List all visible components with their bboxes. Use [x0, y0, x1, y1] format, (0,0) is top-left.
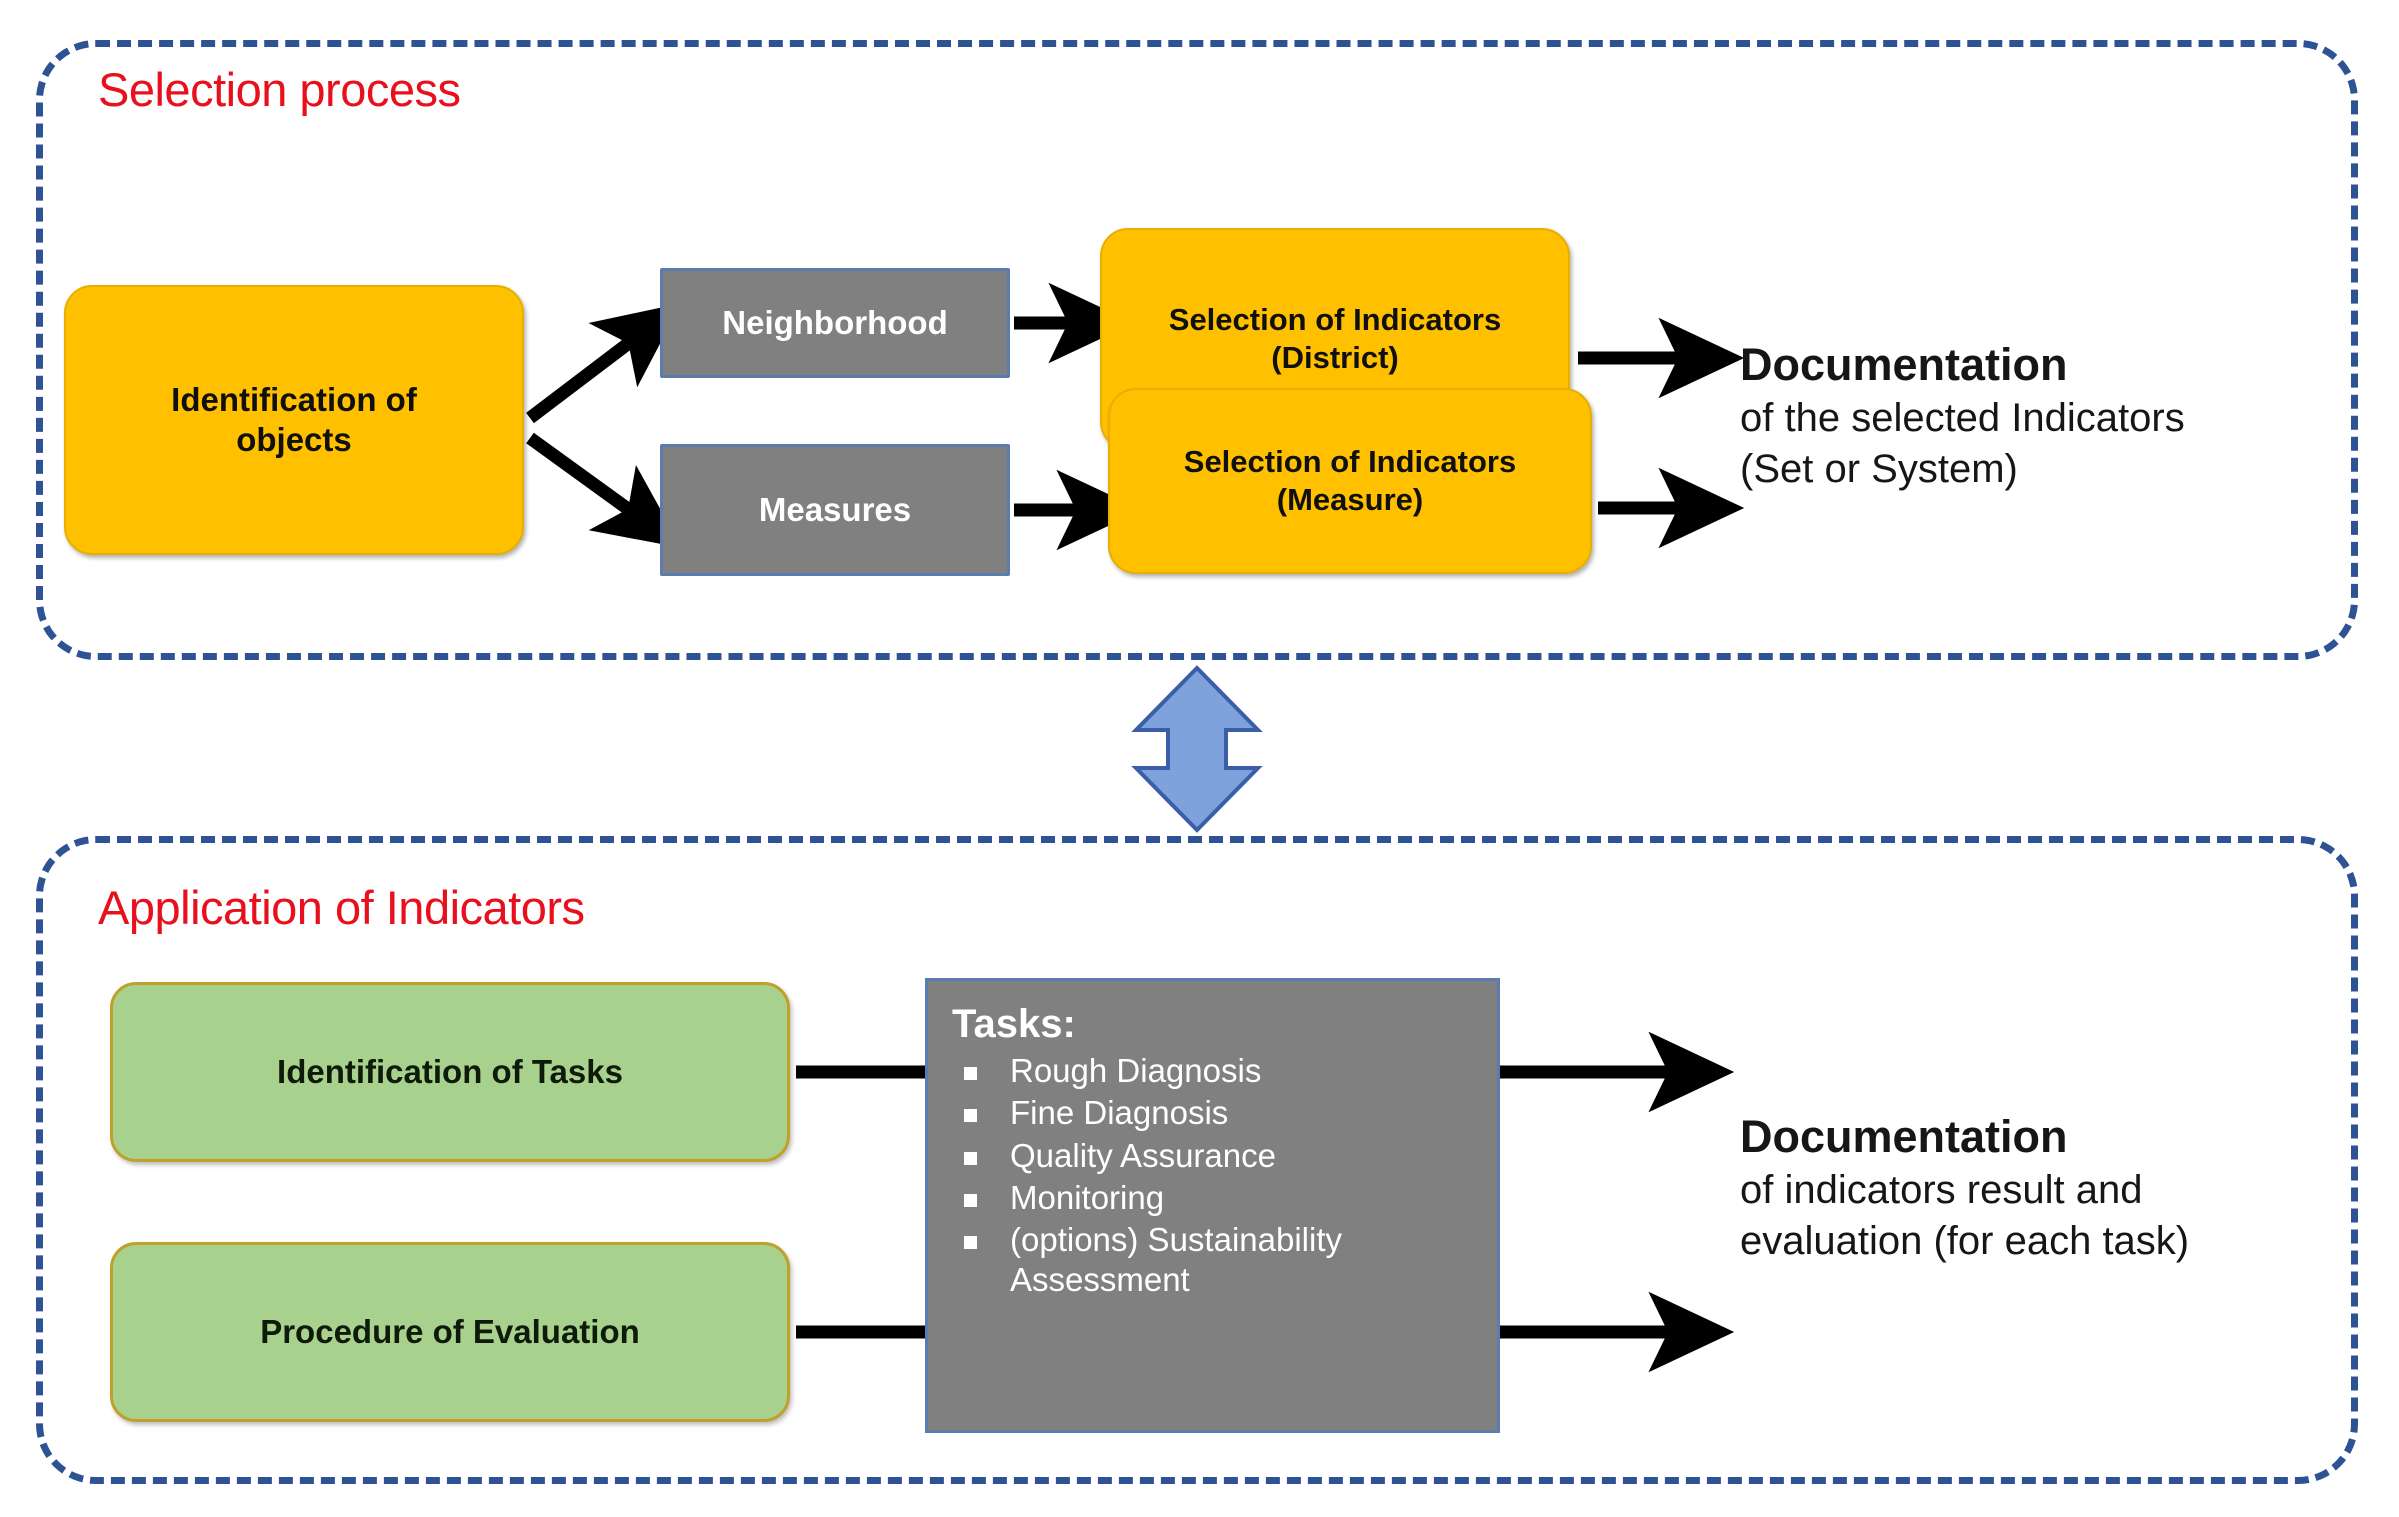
documentation-indicators-result-heading: Documentation — [1740, 1111, 2068, 1162]
node-procedure-of-evaluation-label: Procedure of Evaluation — [260, 1312, 640, 1350]
documentation-indicators-result: Documentation of indicators result and e… — [1740, 1108, 2380, 1267]
tasks-list-item: (options) Sustainability Assessment — [952, 1220, 1479, 1301]
tasks-list: Rough Diagnosis Fine Diagnosis Quality A… — [952, 1051, 1479, 1301]
bidirectional-vertical-arrow-icon — [1131, 665, 1263, 833]
node-identification-of-tasks[interactable]: Identification of Tasks — [110, 982, 790, 1162]
tasks-panel: Tasks: Rough Diagnosis Fine Diagnosis Qu… — [925, 978, 1500, 1433]
tasks-list-item-label: Quality Assurance — [1010, 1136, 1276, 1174]
square-bullet-icon — [964, 1151, 977, 1165]
node-procedure-of-evaluation[interactable]: Procedure of Evaluation — [110, 1242, 790, 1422]
tasks-list-item: Rough Diagnosis — [952, 1051, 1479, 1091]
node-neighborhood[interactable]: Neighborhood — [660, 268, 1010, 378]
node-selection-of-indicators-measure-label: Selection of Indicators(Measure) — [1183, 444, 1517, 517]
square-bullet-icon — [964, 1193, 977, 1207]
node-selection-of-indicators-measure[interactable]: Selection of Indicators(Measure) — [1108, 388, 1592, 574]
tasks-list-item-label: Fine Diagnosis — [1010, 1094, 1229, 1132]
documentation-selected-indicators-line-2: (Set or System) — [1740, 446, 2018, 491]
square-bullet-icon — [964, 1067, 977, 1080]
documentation-selected-indicators-heading: Documentation — [1740, 339, 2068, 390]
node-measures-label: Measures — [758, 490, 912, 528]
application-of-indicators-frame — [36, 836, 2358, 1484]
square-bullet-icon — [964, 1236, 977, 1249]
node-neighborhood-label: Neighborhood — [722, 303, 948, 341]
documentation-indicators-result-line-2: evaluation (for each task) — [1740, 1218, 2190, 1263]
node-identification-of-tasks-label: Identification of Tasks — [277, 1052, 623, 1090]
tasks-list-item-label: (options) Sustainability Assessment — [1010, 1221, 1342, 1299]
selection-process-frame — [36, 40, 2358, 660]
tasks-panel-title: Tasks: — [952, 1002, 1076, 1046]
tasks-list-item: Fine Diagnosis — [952, 1093, 1479, 1133]
documentation-selected-indicators-line-1: of the selected Indicators — [1740, 396, 2185, 441]
application-of-indicators-caption: Application of Indicators — [98, 881, 585, 934]
tasks-list-item-label: Rough Diagnosis — [1010, 1052, 1262, 1089]
documentation-indicators-result-line-1: of indicators result and — [1740, 1168, 2143, 1213]
tasks-list-item: Monitoring — [952, 1178, 1479, 1218]
node-measures[interactable]: Measures — [660, 444, 1010, 576]
node-selection-of-indicators-district-label: Selection of Indicators(District) — [1168, 302, 1502, 375]
documentation-selected-indicators: Documentation of the selected Indicators… — [1740, 336, 2380, 495]
tasks-list-item-label: Monitoring — [1010, 1178, 1165, 1216]
selection-process-caption: Selection process — [98, 63, 461, 116]
square-bullet-icon — [964, 1109, 977, 1123]
tasks-list-item: Quality Assurance — [952, 1136, 1479, 1176]
